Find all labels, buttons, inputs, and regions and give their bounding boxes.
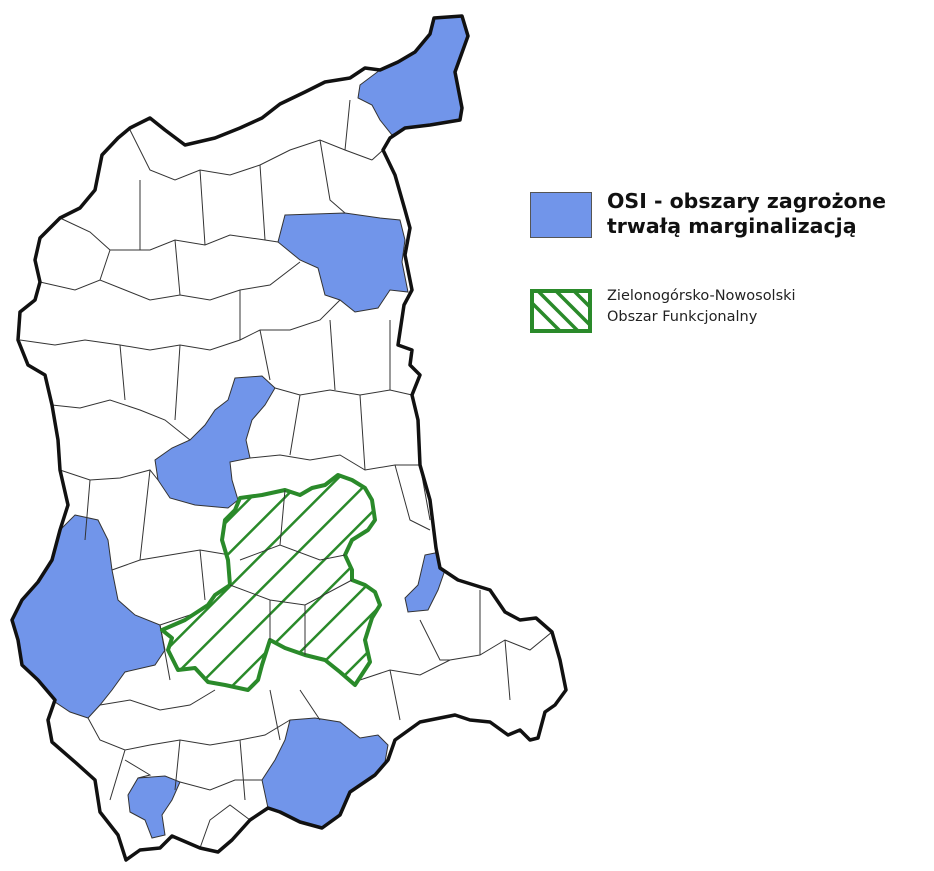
- legend-label-functional-area: Zielonogórsko-Nowosolski Obszar Funkcjon…: [607, 286, 796, 328]
- legend-item-functional-area: Zielonogórsko-Nowosolski Obszar Funkcjon…: [530, 286, 796, 333]
- osi-areas: [12, 16, 469, 839]
- legend-swatch-functional-area: [530, 289, 592, 333]
- osi-area-central: [154, 375, 276, 509]
- legend-label-fa-line1: Zielonogórsko-Nowosolski: [607, 288, 796, 304]
- functional-area-inner-borders: [229, 489, 353, 655]
- legend-label-osi-line2: trwałą marginalizacją: [607, 214, 857, 238]
- osi-area-southwest: [127, 775, 181, 839]
- functional-area: [160, 473, 382, 692]
- legend-label-fa-line2: Obszar Funkcjonalny: [607, 309, 758, 325]
- municipal-borders: [19, 99, 553, 849]
- legend-label-osi: OSI - obszary zagrożone trwałą marginali…: [607, 189, 886, 239]
- legend-item-osi: OSI - obszary zagrożone trwałą marginali…: [530, 189, 886, 239]
- legend-label-osi-line1: OSI - obszary zagrożone: [607, 189, 887, 213]
- legend-swatch-osi: [530, 192, 592, 238]
- osi-area-northeast: [277, 212, 409, 313]
